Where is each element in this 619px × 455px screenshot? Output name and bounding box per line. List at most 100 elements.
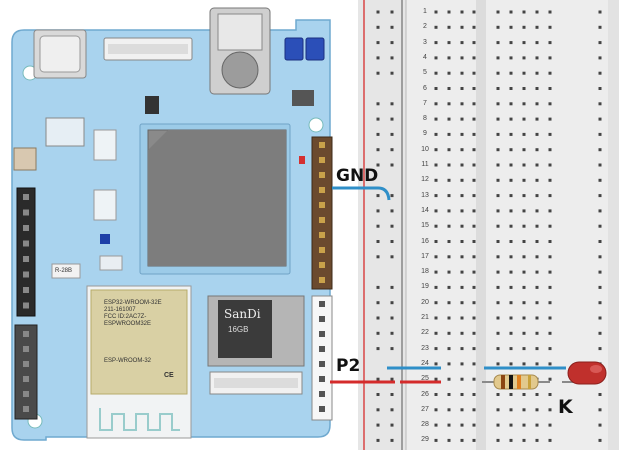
breadboard-hole <box>472 270 476 274</box>
breadboard-hole <box>522 316 526 320</box>
breadboard-hole <box>535 194 539 198</box>
breadboard-hole <box>598 255 602 259</box>
resistor-band <box>501 375 505 389</box>
breadboard-hole <box>535 240 539 243</box>
breadboard-hole <box>548 270 552 274</box>
breadboard-hole <box>460 255 464 259</box>
breadboard-hole <box>434 240 438 243</box>
breadboard-hole <box>509 87 513 90</box>
breadboard-hole <box>509 25 513 29</box>
breadboard-hole <box>460 240 464 243</box>
breadboard-hole <box>522 148 526 152</box>
usb-serial-chip <box>45 117 85 147</box>
breadboard-hole <box>509 270 513 274</box>
row-number: 12 <box>421 176 429 184</box>
breadboard-hole <box>460 10 464 14</box>
breadboard-hole <box>496 240 500 243</box>
breadboard-hole <box>496 347 500 351</box>
breadboard-hole <box>509 194 513 198</box>
header-pin <box>319 406 325 412</box>
breadboard-hole <box>522 10 526 14</box>
breadboard-hole <box>496 25 500 29</box>
breadboard-hole <box>535 87 539 90</box>
breadboard-hole <box>522 209 526 213</box>
breadboard-hole <box>434 362 438 366</box>
breadboard-hole <box>522 178 526 182</box>
breadboard-hole <box>535 270 539 274</box>
breadboard-hole <box>598 393 602 396</box>
breadboard-hole <box>434 132 438 136</box>
breadboard-hole <box>447 102 451 106</box>
breadboard-hole <box>522 194 526 198</box>
boot-button <box>284 37 304 61</box>
breadboard-hole <box>447 331 451 335</box>
breadboard-hole <box>598 224 602 228</box>
row-number: 8 <box>423 115 427 123</box>
breadboard-hole <box>460 41 464 45</box>
row-number: 16 <box>421 237 429 245</box>
breadboard-hole <box>472 438 476 442</box>
breadboard-hole <box>535 117 539 121</box>
breadboard-hole <box>509 178 513 182</box>
row-number: 5 <box>423 69 427 77</box>
breadboard-hole <box>496 117 500 121</box>
breadboard-hole <box>447 148 451 152</box>
header-pin <box>319 187 325 193</box>
breadboard-hole <box>522 163 526 167</box>
module-brand: ESP-WROOM-32 <box>104 358 152 364</box>
rail-hole <box>376 408 380 412</box>
breadboard-hole <box>434 224 438 228</box>
rail-hole <box>376 240 380 243</box>
breadboard-hole <box>522 224 526 228</box>
breadboard-hole <box>535 224 539 228</box>
breadboard-hole <box>548 377 552 381</box>
breadboard-hole <box>548 285 552 289</box>
breadboard-hole <box>509 148 513 152</box>
breadboard-hole <box>548 163 552 167</box>
header-pin <box>319 277 325 283</box>
breadboard-hole <box>548 148 552 152</box>
rail-hole <box>376 377 380 381</box>
breadboard-hole <box>509 408 513 412</box>
breadboard-hole <box>447 224 451 228</box>
rail-hole <box>390 301 394 305</box>
sensor-chip <box>93 129 117 161</box>
breadboard-hole <box>535 163 539 167</box>
header-pin <box>319 346 325 352</box>
header-pin <box>23 346 29 352</box>
rail-hole <box>390 224 394 228</box>
breadboard-hole <box>434 270 438 274</box>
breadboard-hole <box>460 132 464 136</box>
breadboard-hole <box>496 316 500 320</box>
sd-card-label: SanDi <box>224 307 261 321</box>
breadboard-hole <box>434 423 438 427</box>
breadboard-hole <box>509 41 513 45</box>
breadboard-hole <box>548 194 552 198</box>
breadboard-hole <box>460 301 464 305</box>
breadboard-hole <box>509 393 513 396</box>
rail-hole <box>376 148 380 152</box>
header-pin <box>23 302 29 309</box>
rail-hole <box>376 393 380 396</box>
breadboard-hole <box>460 377 464 381</box>
sensor-chip <box>93 189 117 221</box>
rail-hole <box>390 148 394 152</box>
breadboard-hole <box>535 148 539 152</box>
rail-hole <box>376 423 380 427</box>
reset-button <box>305 37 325 61</box>
rail-hole <box>390 10 394 14</box>
breadboard-hole <box>496 255 500 259</box>
breadboard-hole <box>434 163 438 167</box>
breadboard-hole <box>535 331 539 335</box>
breadboard-hole <box>598 316 602 320</box>
row-number: 25 <box>421 375 429 383</box>
breadboard-hole <box>447 209 451 213</box>
breadboard-hole <box>460 71 464 75</box>
breadboard-hole <box>496 10 500 14</box>
breadboard-hole <box>447 163 451 167</box>
breadboard-hole <box>434 117 438 121</box>
breadboard-hole <box>447 10 451 14</box>
rail-hole <box>376 102 380 106</box>
breadboard-hole <box>548 240 552 243</box>
